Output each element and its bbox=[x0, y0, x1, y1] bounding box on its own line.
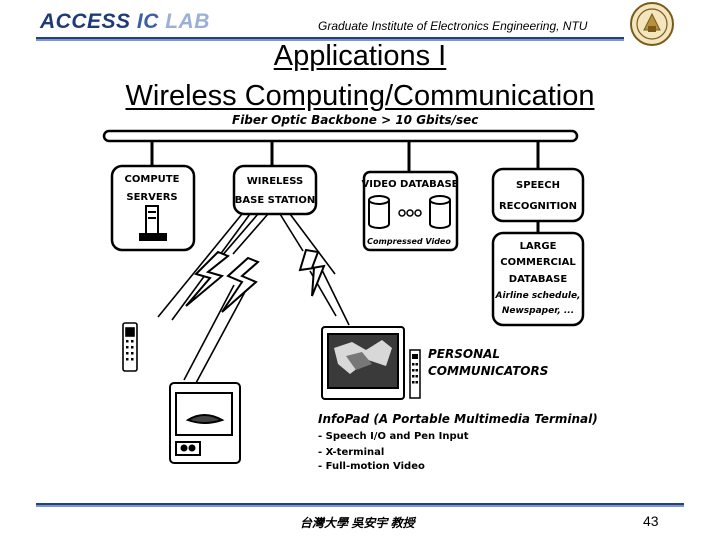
keypad-icon bbox=[410, 350, 420, 398]
speech-recognition-label-2: RECOGNITION bbox=[499, 201, 577, 212]
database-cylinder-icon bbox=[430, 196, 450, 228]
compute-servers-box: COMPUTE SERVERS bbox=[112, 166, 194, 250]
compute-servers-label-1: COMPUTE bbox=[125, 174, 180, 185]
video-database-label: VIDEO DATABASE bbox=[361, 179, 458, 190]
compressed-video-label: Compressed Video bbox=[367, 237, 451, 246]
fiber-backbone bbox=[104, 131, 577, 141]
tablet-device-icon bbox=[322, 327, 404, 399]
backbone-drops bbox=[152, 141, 538, 172]
infopad-terminal-icon bbox=[170, 383, 240, 463]
commercial-db-label-1: LARGE bbox=[520, 241, 557, 252]
commercial-db-label-4: Airline schedule, bbox=[495, 291, 581, 301]
wireless-base-station-box: WIRELESS BASE STATION bbox=[234, 166, 316, 214]
footer-divider bbox=[36, 503, 684, 507]
speech-recognition-box: SPEECH RECOGNITION bbox=[493, 169, 583, 221]
infopad-feature-3: - Full-motion Video bbox=[318, 461, 425, 472]
personal-communicators-label-2: COMMUNICATORS bbox=[428, 364, 548, 378]
lightning-bolt-icon bbox=[222, 258, 258, 312]
page-number: 43 bbox=[643, 513, 659, 529]
base-station-label-2: BASE STATION bbox=[235, 195, 316, 206]
ellipsis-dots bbox=[399, 210, 421, 216]
commercial-db-label-2: COMMERCIAL bbox=[500, 257, 576, 268]
speech-recognition-label-1: SPEECH bbox=[516, 180, 560, 191]
lightning-bolt-icon bbox=[186, 252, 228, 306]
video-database-box: VIDEO DATABASE Compressed Video bbox=[361, 172, 458, 250]
phone-icon bbox=[123, 323, 137, 371]
compute-servers-label-2: SERVERS bbox=[126, 192, 177, 203]
commercial-db-label-3: DATABASE bbox=[509, 274, 568, 285]
personal-communicators-label-1: PERSONAL bbox=[428, 347, 500, 361]
backbone-label: Fiber Optic Backbone > 10 Gbits/sec bbox=[232, 113, 478, 127]
infopad-feature-1: - Speech I/O and Pen Input bbox=[318, 431, 469, 442]
infopad-title: InfoPad (A Portable Multimedia Terminal) bbox=[318, 412, 598, 426]
footer-credit: 台灣大學 吳安宇 教授 bbox=[300, 514, 415, 531]
commercial-db-label-5: Newspaper, ... bbox=[502, 306, 574, 316]
infopad-feature-2: - X-terminal bbox=[318, 447, 384, 458]
base-station-label-1: WIRELESS bbox=[247, 176, 303, 187]
database-cylinder-icon bbox=[369, 196, 389, 228]
commercial-database-box: LARGE COMMERCIAL DATABASE Airline schedu… bbox=[493, 233, 583, 325]
